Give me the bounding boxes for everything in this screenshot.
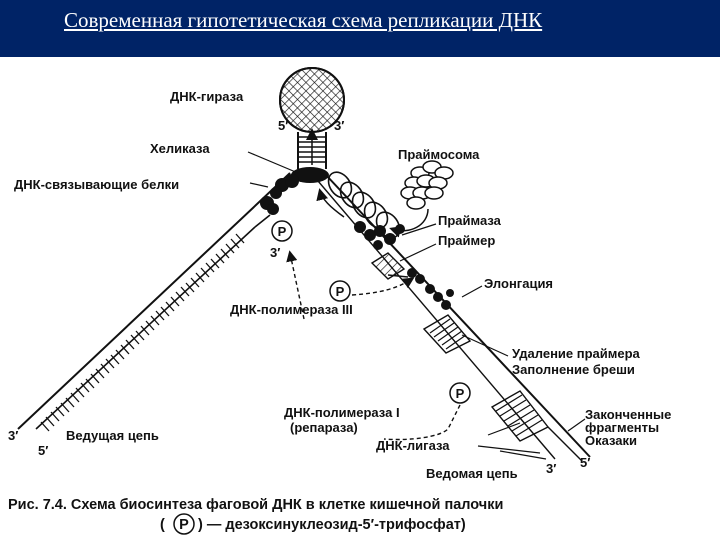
label-5-top: 5′: [278, 118, 288, 133]
binding-proteins-left: [260, 174, 299, 215]
helicase-arrow: [316, 188, 345, 218]
label-primer-removal-2: Заполнение бреши: [512, 362, 635, 377]
label-5-left: 5′: [38, 443, 48, 458]
okazaki-fragment-mid: [422, 314, 472, 354]
label-reparase: (репараза): [290, 420, 358, 435]
label-primer: Праймер: [438, 233, 495, 248]
label-3-right: 3′: [546, 461, 556, 476]
label-okazaki-3: Оказаки: [585, 433, 637, 448]
svg-text:P: P: [179, 517, 189, 533]
label-primer-removal-1: Удаление праймера: [512, 346, 641, 361]
label-3-left: 3′: [8, 428, 18, 443]
p-circle-3: P: [449, 382, 471, 404]
caption-line-1: Рис. 7.4. Схема биосинтеза фаговой ДНК в…: [8, 497, 503, 513]
primosome-cluster: [400, 160, 454, 210]
helicase-blob: [291, 167, 329, 183]
label-primase: Праймаза: [438, 213, 502, 228]
p-circle-1: P: [271, 220, 293, 242]
caption-line-2: ( P ) — дезоксинуклеозид-5′-трифосфат): [160, 513, 466, 535]
helicase-coil: [327, 171, 401, 239]
label-3-top: 3′: [334, 118, 344, 133]
label-primosome: Праймосома: [398, 147, 480, 162]
label-okazaki-2: фрагменты: [585, 420, 659, 435]
leading-strand: [17, 172, 291, 432]
svg-text:P: P: [278, 224, 287, 239]
dashed-arrows: [286, 250, 461, 441]
gyrase-globe: [279, 67, 345, 133]
svg-text:P: P: [336, 284, 345, 299]
slide-title: Современная гипотетическая схема реплика…: [64, 8, 543, 32]
svg-text:) — дезоксинуклеозид-5′-трифос: ) — дезоксинуклеозид-5′-трифосфат): [198, 517, 466, 533]
label-5-right: 5′: [580, 455, 590, 470]
label-okazaki-1: Законченные: [585, 407, 671, 422]
primer-block: [370, 252, 409, 280]
label-polymerase3: ДНК-полимераза III: [230, 302, 353, 317]
svg-text:(: (: [160, 517, 165, 533]
okazaki-fragments-bottom: [490, 390, 583, 462]
label-polymerase1: ДНК-полимераза I: [284, 405, 400, 420]
label-binding-proteins: ДНК-связывающие белки: [14, 177, 179, 192]
primase-blobs: [354, 221, 405, 250]
label-3-p: 3′: [270, 245, 280, 260]
title-bar: Современная гипотетическая схема реплика…: [0, 0, 720, 57]
polymerase3-blobs: [407, 268, 454, 310]
label-leading: Ведущая цепь: [66, 428, 159, 443]
label-helicase: Хеликаза: [150, 141, 210, 156]
parental-duplex: [297, 128, 327, 169]
leader-lines: [247, 151, 586, 460]
label-lagging: Ведомая цепь: [426, 466, 518, 481]
label-gyrase: ДНК-гираза: [170, 89, 244, 104]
svg-text:P: P: [456, 386, 465, 401]
label-elongation: Элонгация: [484, 276, 553, 291]
replication-diagram: P P P ДНК-гираза 5′ 3′ Хеликаза ДНК-связ…: [8, 67, 671, 535]
p-circle-2: P: [329, 280, 351, 302]
label-ligase: ДНК-лигаза: [376, 438, 450, 453]
